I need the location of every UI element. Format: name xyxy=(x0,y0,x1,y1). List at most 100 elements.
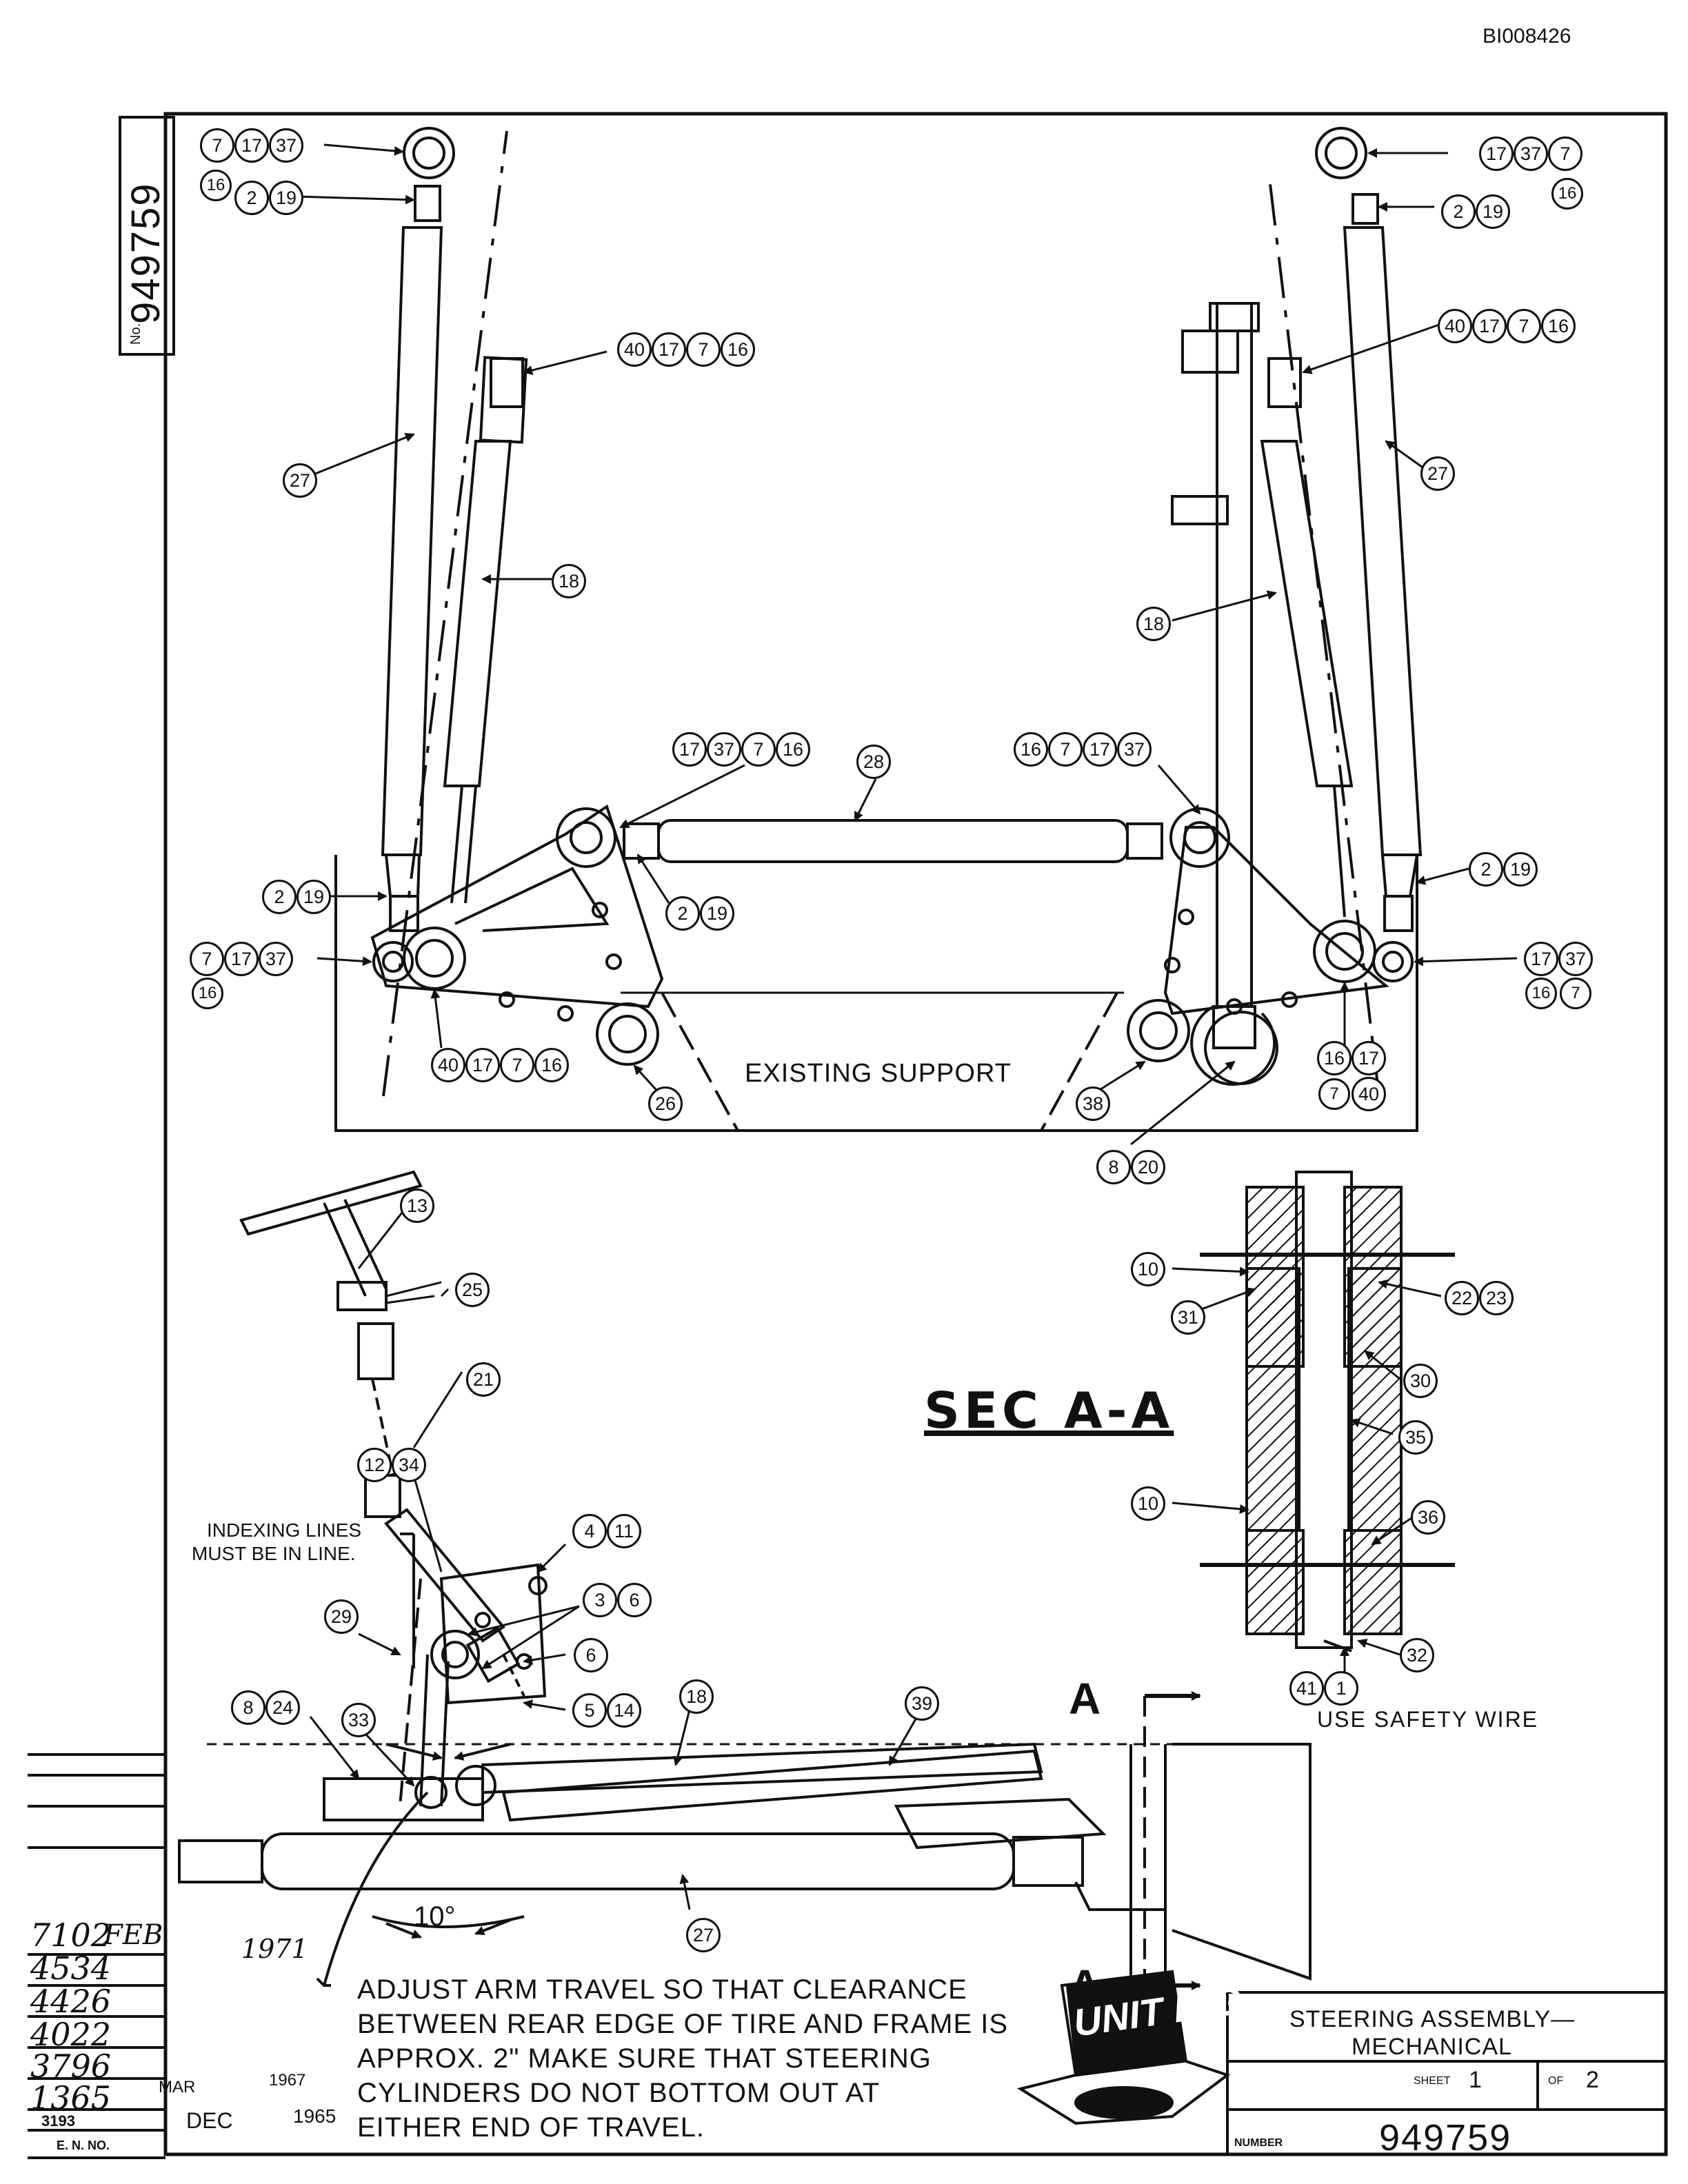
callout-16: 16 xyxy=(200,170,232,201)
callout-7: 7 xyxy=(1560,978,1591,1009)
callout-17: 17 xyxy=(652,332,686,367)
callout-7: 7 xyxy=(741,732,776,767)
section-marker-bottom: A xyxy=(1069,1961,1101,2010)
callout-17: 17 xyxy=(1352,1041,1386,1075)
post-right xyxy=(1216,302,1253,1008)
callout-40: 40 xyxy=(617,332,652,367)
callout-17: 17 xyxy=(234,128,269,163)
rod-39 xyxy=(501,1749,1043,1822)
callout-1: 1 xyxy=(1324,1671,1358,1706)
callout-22: 22 xyxy=(1445,1281,1479,1315)
callout-21: 21 xyxy=(466,1362,501,1397)
callout-16: 16 xyxy=(721,332,755,367)
callout-16: 16 xyxy=(192,978,223,1009)
callout-16: 16 xyxy=(1525,978,1557,1009)
callout-7: 7 xyxy=(200,128,234,163)
adjust-note-line3: APPROX. 2" MAKE SURE THAT STEERING xyxy=(357,2043,932,2074)
callout-24: 24 xyxy=(265,1690,300,1725)
tie-rod-28 xyxy=(657,819,1129,863)
callout-3: 3 xyxy=(583,1583,617,1617)
rod-eye-left-top xyxy=(403,127,455,179)
callout-7: 7 xyxy=(686,332,721,367)
callout-19: 19 xyxy=(269,181,303,215)
callout-17: 17 xyxy=(672,732,707,767)
callout-32: 32 xyxy=(1400,1638,1434,1672)
angle-label: 10° xyxy=(414,1901,456,1932)
callout-18: 18 xyxy=(679,1679,714,1714)
callout-18: 18 xyxy=(1136,607,1171,641)
callout-38: 38 xyxy=(1076,1086,1110,1121)
adjust-note-line4: CYLINDERS DO NOT BOTTOM OUT AT xyxy=(357,2078,881,2108)
revision-4: 4022 xyxy=(30,2016,112,2053)
sheet-total: 2 xyxy=(1586,2067,1599,2093)
pivot-26 xyxy=(596,1002,659,1066)
callout-16: 16 xyxy=(534,1048,569,1082)
callout-30: 30 xyxy=(1403,1364,1438,1398)
existing-support-outline xyxy=(334,855,1418,1132)
callout-2: 2 xyxy=(665,896,700,931)
revision-1-year: 1971 xyxy=(241,1934,308,1964)
damper-18-left-body xyxy=(443,440,512,787)
callout-10: 10 xyxy=(1131,1252,1165,1286)
section-marker-top: A xyxy=(1069,1674,1101,1723)
unit-rig-logo xyxy=(1016,1970,1231,2125)
callout-37: 37 xyxy=(1558,942,1593,976)
revision-label: E. N. NO. xyxy=(57,2138,110,2152)
callout-28: 28 xyxy=(856,745,891,779)
callout-40: 40 xyxy=(431,1048,465,1082)
callout-27: 27 xyxy=(686,1918,721,1952)
callout-39: 39 xyxy=(905,1686,939,1721)
cylinder-27-right-body xyxy=(1343,226,1423,856)
support-edge-left xyxy=(661,992,739,1131)
callout-27: 27 xyxy=(283,463,317,498)
frame-rail-left xyxy=(382,130,508,1097)
adjust-note-line1: ADJUST ARM TRAVEL SO THAT CLEARANCE xyxy=(357,1974,967,2005)
sheet-border xyxy=(163,112,1668,2156)
adjust-note-line2: BETWEEN REAR EDGE OF TIRE AND FRAME IS xyxy=(357,2009,1009,2039)
callout-4: 4 xyxy=(572,1514,607,1548)
callout-37: 37 xyxy=(269,128,303,163)
gear-pivot xyxy=(430,1630,480,1679)
callout-7: 7 xyxy=(500,1048,534,1082)
callout-2: 2 xyxy=(1469,852,1503,887)
callout-19: 19 xyxy=(1476,194,1510,229)
callout-16: 16 xyxy=(776,732,810,767)
callout-7: 7 xyxy=(1318,1078,1350,1110)
pivot-38 xyxy=(1127,999,1190,1062)
section-a-a-title: SEC A-A xyxy=(924,1382,1174,1439)
revision-1-month: FEB xyxy=(103,1919,163,1951)
callout-40: 40 xyxy=(1438,309,1472,343)
cylinder-27-left-body xyxy=(381,226,443,856)
callout-36: 36 xyxy=(1411,1500,1445,1535)
callout-37: 37 xyxy=(1117,732,1152,767)
revision-7-month: DEC xyxy=(186,2108,233,2133)
callout-20: 20 xyxy=(1131,1150,1165,1184)
revision-7-year: 1965 xyxy=(293,2105,336,2127)
title-line1: STEERING ASSEMBLY— xyxy=(1289,2006,1576,2032)
sheet-number: 1 xyxy=(1469,2067,1482,2093)
callout-19: 19 xyxy=(700,896,734,931)
pivot-left xyxy=(403,927,466,990)
callout-25: 25 xyxy=(455,1273,490,1307)
callout-19: 19 xyxy=(297,880,331,914)
callout-11: 11 xyxy=(607,1514,641,1548)
callout-34: 34 xyxy=(392,1448,426,1482)
callout-16: 16 xyxy=(1551,178,1583,210)
revision-7: 3193 xyxy=(41,2112,75,2130)
callout-7: 7 xyxy=(1048,732,1083,767)
callout-29: 29 xyxy=(324,1599,359,1634)
callout-17: 17 xyxy=(465,1048,500,1082)
callout-31: 31 xyxy=(1171,1300,1205,1335)
callout-16: 16 xyxy=(1014,732,1048,767)
callout-6: 6 xyxy=(574,1638,608,1672)
callout-17: 17 xyxy=(224,942,259,976)
indexing-note-line1: INDEXING LINES xyxy=(207,1519,362,1541)
indexing-note-line2: MUST BE IN LINE. xyxy=(192,1543,356,1564)
callout-12: 12 xyxy=(357,1448,392,1482)
callout-19: 19 xyxy=(1503,852,1538,887)
callout-2: 2 xyxy=(262,880,297,914)
rod-eye-right-top xyxy=(1315,127,1367,179)
sheet-label: SHEET xyxy=(1414,2075,1451,2087)
callout-40: 40 xyxy=(1352,1077,1386,1111)
